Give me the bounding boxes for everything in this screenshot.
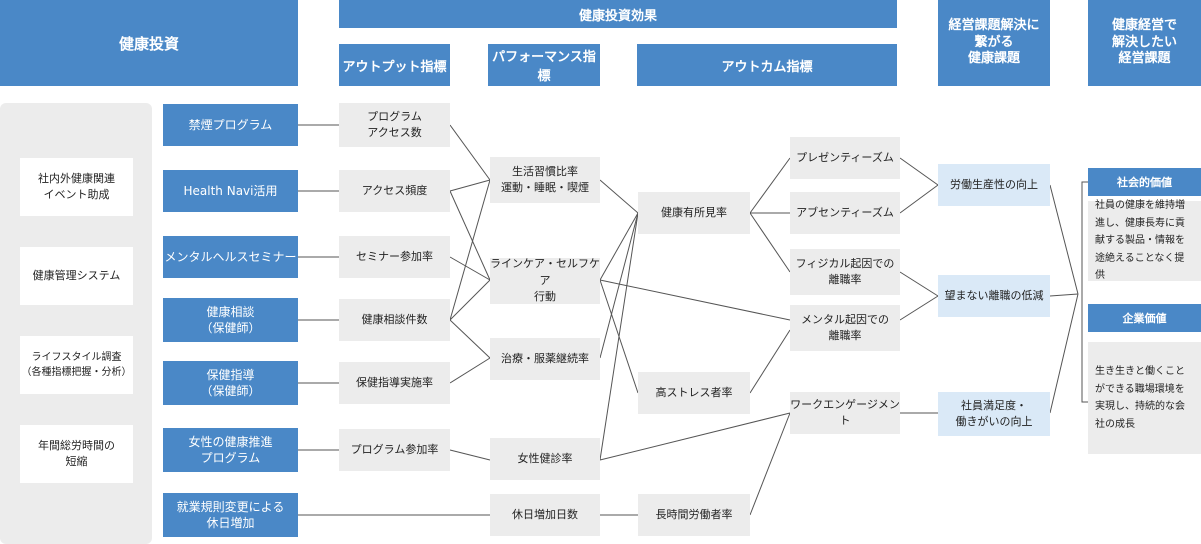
outcome-indicator: ワークエンゲージメント (790, 392, 900, 434)
outcome-indicator: 長時間労働者率 (638, 494, 750, 536)
output-indicator: セミナー参加率 (339, 236, 450, 278)
program-box: Health Navi活用 (163, 170, 298, 212)
investment-item: 健康管理システム (20, 247, 133, 305)
outcome-indicator: プレゼンティーズム (790, 137, 900, 179)
corporate-value-description: 生き生きと働くことができる職場環境を実現し、持続的な会社の成長 (1088, 342, 1201, 454)
header-management-issues: 健康経営で 解決したい 経営課題 (1088, 0, 1201, 86)
social-value-description: 社員の健康を維持増進し、健康長寿に貢献する製品・情報を途絶えることなく提供 (1088, 200, 1201, 281)
outcome-indicator: アブセンティーズム (790, 192, 900, 234)
outcome-indicator: メンタル起因での 離職率 (790, 305, 900, 351)
program-box: 就業規則変更による 休日増加 (163, 493, 298, 537)
corporate-value-title: 企業価値 (1088, 304, 1201, 332)
performance-indicator: 生活習慣比率 運動・睡眠・喫煙 (490, 157, 600, 203)
program-box: 禁煙プログラム (163, 104, 298, 146)
output-indicator: プログラム参加率 (339, 429, 450, 471)
health-issue: 社員満足度・ 働きがいの向上 (938, 392, 1050, 436)
program-box: 保健指導 （保健師） (163, 361, 298, 405)
output-indicator: アクセス頻度 (339, 170, 450, 212)
performance-indicator: 治療・服薬継続率 (490, 338, 600, 380)
output-indicator: プログラム アクセス数 (339, 103, 450, 147)
output-indicator: 健康相談件数 (339, 299, 450, 341)
header-output: アウトプット指標 (339, 44, 450, 86)
investment-item: ライフスタイル調査 （各種指標把握・分析） (20, 336, 133, 394)
outcome-indicator: 健康有所見率 (638, 192, 750, 234)
header-outcome: アウトカム指標 (637, 44, 897, 86)
header-health-issues: 経営課題解決に 繋がる 健康課題 (938, 0, 1050, 86)
header-investment: 健康投資 (0, 0, 298, 86)
program-box: 女性の健康推進 プログラム (163, 428, 298, 472)
performance-indicator: 女性健診率 (490, 438, 600, 480)
program-box: 健康相談 （保健師） (163, 298, 298, 342)
social-value-title: 社会的価値 (1088, 168, 1201, 196)
header-performance: パフォーマンス指標 (488, 44, 600, 86)
performance-indicator: ラインケア・セルフケア 行動 (490, 257, 600, 304)
health-issue: 労働生産性の向上 (938, 164, 1050, 206)
performance-indicator: 休日増加日数 (490, 494, 600, 536)
program-box: メンタルヘルスセミナー (163, 236, 298, 278)
health-issue: 望まない離職の低減 (938, 275, 1050, 317)
outcome-indicator: フィジカル起因での 離職率 (790, 249, 900, 295)
output-indicator: 保健指導実施率 (339, 362, 450, 404)
investment-item: 年間総労時間の 短縮 (20, 425, 133, 483)
header-effects: 健康投資効果 (339, 0, 897, 28)
outcome-indicator: 高ストレス者率 (638, 372, 750, 414)
investment-item: 社内外健康関連 イベント助成 (20, 158, 133, 216)
